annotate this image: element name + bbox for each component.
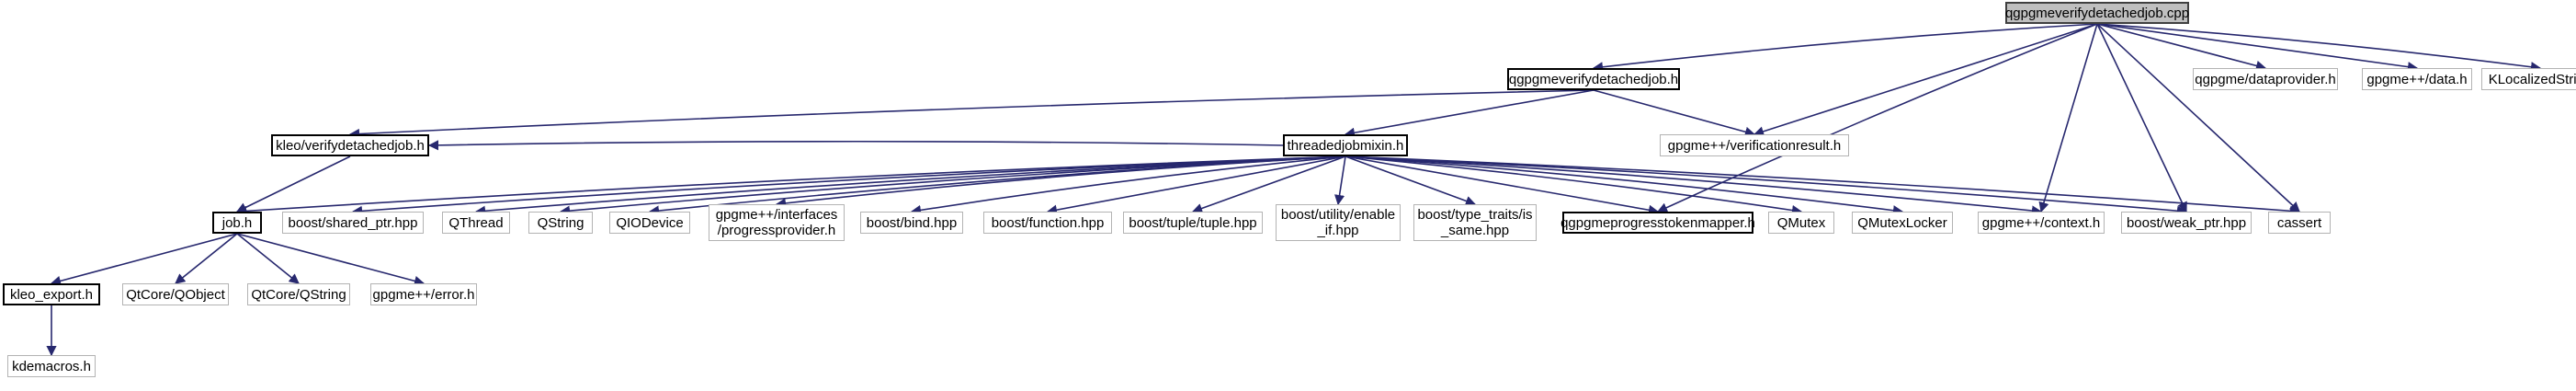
graph-node-klocalizedstring[interactable]: KLocalizedString	[2481, 68, 2576, 90]
edge-n0-to-n1	[1592, 23, 2098, 73]
graph-node-qmutexlocker[interactable]: QMutexLocker	[1852, 212, 1953, 234]
edge-n6-to-n18	[1345, 155, 1477, 206]
edge-n0-to-n24	[2096, 23, 2300, 213]
edge-n6-to-n23	[1345, 155, 2188, 216]
graph-node-boost-shared-ptr-hpp[interactable]: boost/shared_ptr.hpp	[282, 212, 424, 234]
graph-node-kleo-export-h[interactable]: kleo_export.h	[3, 283, 100, 305]
edge-n6-to-n19	[1345, 155, 1660, 215]
graph-node-boost-tuple-tuple-hpp[interactable]: boost/tuple/tuple.hpp	[1123, 212, 1263, 234]
graph-node-qiodevice[interactable]: QIODevice	[609, 212, 690, 234]
graph-node-gpgme-interfaces-progressprovider-h[interactable]: gpgme++/interfaces /progressprovider.h	[709, 204, 845, 241]
edge-n0-to-n2	[2096, 23, 2267, 71]
graph-node-gpgme-data-h[interactable]: gpgme++/data.h	[2362, 68, 2472, 90]
edge-n6-to-n17	[1333, 155, 1346, 206]
graph-node-cassert[interactable]: cassert	[2268, 212, 2331, 234]
edge-n6-to-n21	[1345, 155, 1904, 216]
edge-n0-to-n22	[2038, 23, 2098, 213]
graph-node-qmutex[interactable]: QMutex	[1768, 212, 1834, 234]
edge-n6-to-n10	[474, 155, 1346, 216]
edge-n6-to-n24	[1345, 155, 2301, 216]
edge-n1-to-n6	[1344, 89, 1594, 138]
edge-n6-to-n20	[1345, 155, 1803, 216]
edge-n0-to-n3	[2096, 23, 2419, 73]
graph-node-boost-weak-ptr-hpp[interactable]: boost/weak_ptr.hpp	[2121, 212, 2252, 234]
graph-node-gpgme-verificationresult-h[interactable]: gpgme++/verificationresult.h	[1660, 134, 1849, 156]
edge-n0-to-n23	[2096, 23, 2187, 213]
edge-n1-to-n5	[348, 89, 1594, 140]
edge-n0-to-n4	[2096, 23, 2542, 73]
graph-node-kleo-verifydetachedjob-h[interactable]: kleo/verifydetachedjob.h	[271, 134, 429, 156]
edge-n6-to-n12	[648, 155, 1346, 216]
edge-n6-to-n15	[1046, 155, 1346, 215]
edge-n8-to-n25	[50, 233, 238, 286]
edge-n6-to-n14	[910, 155, 1346, 215]
edge-n6-to-n5	[427, 140, 1284, 151]
graph-node-threadedjobmixin-h[interactable]: threadedjobmixin.h	[1283, 134, 1408, 156]
graph-node-kdemacros-h[interactable]: kdemacros.h	[7, 355, 96, 377]
edge-n8-to-n28	[236, 233, 426, 286]
graph-node-qtcore-qobject[interactable]: QtCore/QObject	[122, 283, 229, 305]
graph-node-qgpgmeverifydetachedjob-h[interactable]: qgpgmeverifydetachedjob.h	[1507, 68, 1680, 90]
graph-node-boost-function-hpp[interactable]: boost/function.hpp	[983, 212, 1112, 234]
edge-n6-to-n9	[351, 155, 1346, 216]
edge-n0-to-n7	[1753, 23, 2098, 137]
graph-node-job-h[interactable]: job.h	[212, 212, 262, 234]
graph-node-qtcore-qstring[interactable]: QtCore/QString	[247, 283, 350, 305]
graph-node-qgpgme-dataprovider-h[interactable]: qgpgme/dataprovider.h	[2193, 68, 2338, 90]
edge-n8-to-n27	[236, 233, 300, 284]
edge-n6-to-n22	[1345, 155, 2043, 216]
graph-node-boost-bind-hpp[interactable]: boost/bind.hpp	[860, 212, 963, 234]
edge-n0-to-n19	[1656, 23, 2098, 213]
graph-node-qthread[interactable]: QThread	[442, 212, 510, 234]
edge-n6-to-n16	[1191, 155, 1346, 213]
graph-node-qgpgmeprogresstokenmapper-h[interactable]: qgpgmeprogresstokenmapper.h	[1560, 212, 1755, 234]
graph-node-qgpgmeverifydetachedjob-cpp[interactable]: qgpgmeverifydetachedjob.cpp	[2005, 2, 2189, 24]
graph-node-gpgme-context-h[interactable]: gpgme++/context.h	[1978, 212, 2105, 234]
edge-n5-to-n8	[235, 155, 351, 213]
graph-node-boost-utility-enable-if-hpp[interactable]: boost/utility/enable _if.hpp	[1276, 204, 1401, 241]
graph-node-gpgme-error-h[interactable]: gpgme++/error.h	[370, 283, 477, 305]
edge-n6-to-n8	[235, 155, 1346, 216]
graph-node-qstring[interactable]: QString	[528, 212, 593, 234]
edge-n6-to-n11	[559, 155, 1346, 216]
edge-n1-to-n7	[1593, 89, 1756, 137]
edge-n6-to-n13	[775, 155, 1346, 209]
graph-node-boost-type-traits-is-same-hpp[interactable]: boost/type_traits/is _same.hpp	[1413, 204, 1537, 241]
edge-n8-to-n26	[175, 233, 238, 284]
